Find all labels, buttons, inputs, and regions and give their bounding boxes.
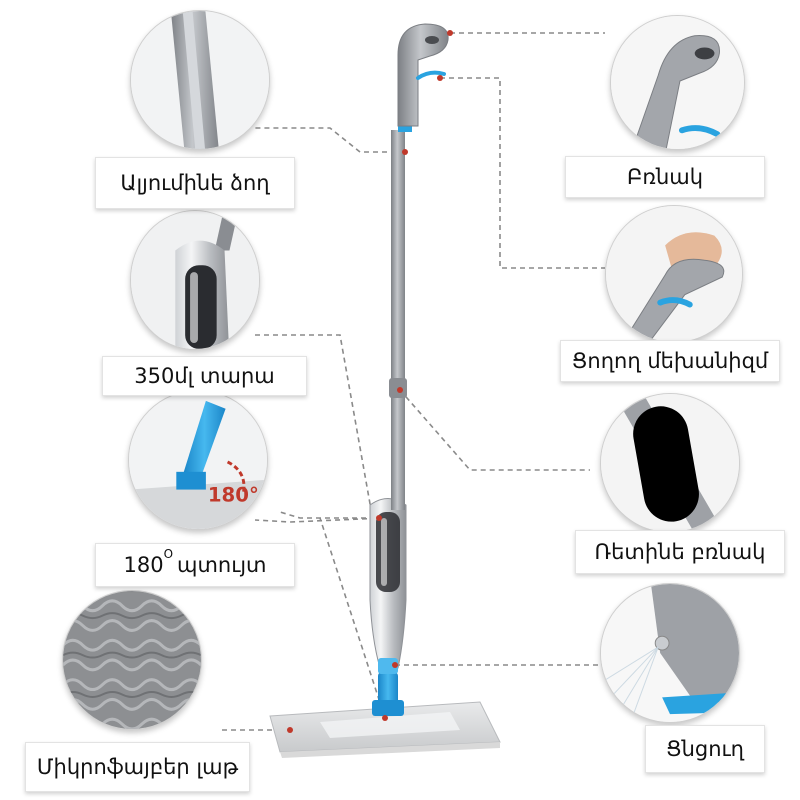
aluminum-rod-thumbnail (130, 10, 270, 150)
trigger-mechanism-text: Ցողող մեխանիզմ (571, 349, 769, 373)
handle-text: Բռնակ (626, 165, 704, 189)
rotation-label-text: պտույտ (177, 553, 267, 577)
microfiber-thumbnail (62, 590, 202, 730)
rotation-thumbnail: 180° (128, 390, 268, 530)
aluminum-rod-text: Ալյումինե ձող (120, 171, 270, 195)
microfiber-pad-text: Միկրոֆայբեր լաթ (36, 755, 239, 779)
leader-lines (220, 32, 605, 731)
label-trigger-mechanism: Ցողող մեխանիզմ (560, 340, 780, 382)
tank-text: 350մլ տարա (134, 364, 275, 388)
leader-dots (287, 30, 453, 733)
label-tank: 350մլ տարա (102, 356, 307, 396)
mop-rod (389, 124, 412, 510)
label-microfiber-pad: Միկրոֆայբեր լաթ (25, 742, 250, 792)
rubber-grip-text: Ռետինե բռնակ (594, 540, 766, 564)
nozzle-text: Ցնցուղ (666, 737, 744, 761)
label-rubber-grip: Ռետինե բռնակ (575, 530, 785, 574)
mop-body (369, 498, 407, 674)
mop-pad (269, 701, 501, 758)
nozzle-thumbnail (600, 583, 740, 723)
tank-thumbnail (130, 210, 260, 350)
swivel-joint (372, 672, 404, 716)
rotation-badge-text: 180° (208, 483, 259, 506)
mop-handle (397, 23, 449, 127)
label-handle: Բռնակ (565, 156, 765, 198)
label-nozzle: Ցնցուղ (645, 725, 765, 773)
rubber-grip-thumbnail (600, 393, 740, 533)
label-aluminum-rod: Ալյումինե ձող (95, 157, 295, 209)
rotation-degree-mark: O (163, 547, 174, 561)
trigger-thumbnail (605, 205, 743, 343)
rotation-value-text: 180 (123, 553, 164, 577)
handle-thumbnail (610, 15, 745, 150)
